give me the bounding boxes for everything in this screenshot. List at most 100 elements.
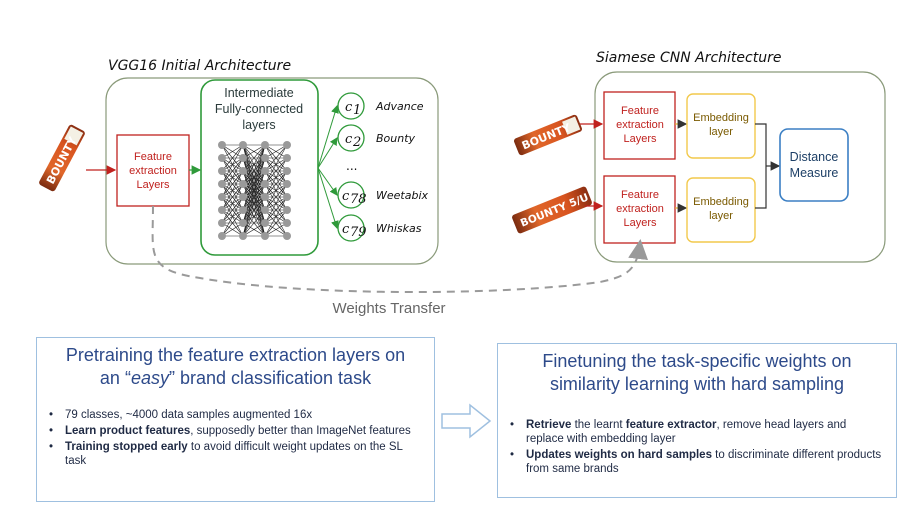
nn-edge [242,222,266,237]
svg-text:c: c [342,189,350,204]
svg-text:Distance: Distance [790,150,839,164]
svg-text:extraction: extraction [616,119,664,131]
nn-edge [264,170,288,198]
nn-node [218,219,226,227]
vgg16-title: VGG16 Initial Architecture [108,58,291,74]
weights-transfer-label: Weights Transfer [332,300,445,317]
svg-text:Embedding: Embedding [693,196,749,208]
nn-node [261,180,269,188]
nn-node [283,219,291,227]
nn-node [239,219,247,227]
nn-node [239,193,247,201]
svg-text:2: 2 [352,135,361,150]
nn-node [239,154,247,162]
svg-text:Layers: Layers [623,217,657,229]
nn-edge [242,144,266,211]
nn-edge [221,183,244,224]
panel-transition-arrow-icon [441,403,492,439]
feature-extraction-block-top [603,91,676,160]
class-outputs: c 1 Advance c 2 Bounty ... c 78 Weetabix… [317,92,429,242]
class-name-whiskas: Whiskas [376,222,422,235]
nn-edge [264,144,288,185]
list-item: Retrieve the learnt feature extractor, r… [510,418,886,446]
siamese-title: Siamese CNN Architecture [596,50,781,66]
svg-text:Embedding: Embedding [693,112,749,124]
nn-edge [264,144,288,172]
nn-node [218,193,226,201]
nn-edge [221,183,244,211]
finetuning-bullets: Retrieve the learnt feature extractor, r… [498,418,896,476]
nn-edge [242,183,266,237]
nn-edge [242,144,266,172]
nn-node [239,232,247,240]
svg-text:Feature: Feature [134,151,172,163]
nn-node [283,180,291,188]
fc-to-c1-arrow [317,105,339,169]
nn-edge [264,196,288,237]
svg-text:Feature: Feature [621,189,659,201]
nn-node [218,154,226,162]
class-circle-c2 [337,124,365,152]
nn-node [261,232,269,240]
svg-text:Measure: Measure [790,166,839,180]
nn-node [261,193,269,201]
product-image-bounty-top: BOUNTY [514,114,582,156]
nn-node [261,167,269,175]
svg-text:78: 78 [350,192,367,207]
svg-text:Fully-connected: Fully-connected [215,102,303,116]
class-circle-c78 [337,181,365,209]
nn-edge [264,144,288,159]
nn-edge [221,144,244,159]
svg-text:extraction: extraction [129,165,177,177]
siamese-container [594,71,886,263]
list-item: Training stopped early to avoid difficul… [49,440,424,468]
nn-node [283,193,291,201]
nn-edge [264,157,288,198]
class-name-bounty: Bounty [376,132,416,145]
finetuning-panel: Finetuning the task-specific weights on … [497,343,897,498]
nn-edge [221,196,244,237]
distance-measure-block [779,128,849,202]
nn-node [218,180,226,188]
nn-edge [264,157,288,185]
nn-node [239,180,247,188]
class-name-weetabix: Weetabix [376,189,429,202]
embedding-merge-connector [755,123,767,209]
pretraining-title: Pretraining the feature extraction layer… [65,345,406,388]
finetuning-title: Finetuning the task-specific weights on … [542,351,852,394]
nn-edge [264,183,288,224]
nn-edge [242,144,266,237]
svg-text:c: c [345,132,353,147]
svg-text:Layers: Layers [136,179,170,191]
svg-text:Layers: Layers [623,133,657,145]
fc-to-c78-arrow [317,167,338,196]
pretraining-bullets: 79 classes, ~4000 data samples augmented… [37,408,434,468]
nn-node [283,154,291,162]
list-item: Learn product features, supposedly bette… [49,424,424,438]
list-item: Updates weights on hard samples to discr… [510,448,886,476]
nn-edge [264,196,288,224]
nn-edge [264,170,288,211]
nn-edge [264,222,288,237]
nn-node [239,206,247,214]
vgg16-container [105,77,439,265]
nn-node [218,206,226,214]
nn-node [283,141,291,149]
nn-node [261,141,269,149]
nn-node [261,206,269,214]
nn-edge [221,196,244,224]
nn-edge [264,183,288,211]
nn-edge [242,144,266,185]
svg-text:c: c [342,222,350,237]
svg-text:extraction: extraction [616,203,664,215]
class-name-advance: Advance [375,100,424,113]
class-ellipsis: ... [346,159,357,173]
nn-node [218,141,226,149]
nn-node [218,167,226,175]
weights-transfer-arrow [151,205,649,294]
svg-text:layer: layer [709,210,733,222]
nn-node [261,219,269,227]
nn-edge [221,144,244,172]
embedding-block-top [686,93,756,159]
